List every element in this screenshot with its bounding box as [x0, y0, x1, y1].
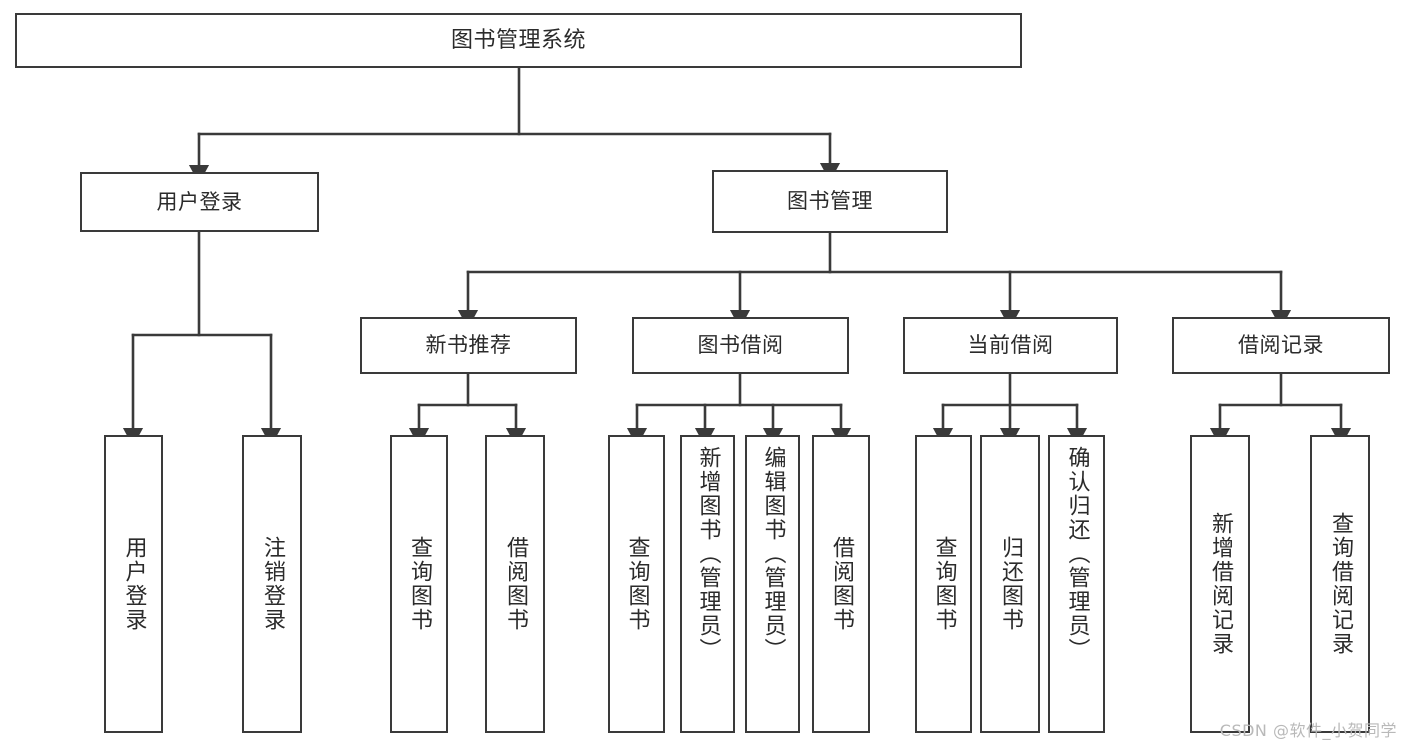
node-label: 查询图书 [407, 536, 432, 632]
node-label: 新书推荐 [425, 333, 512, 358]
csdn-watermark: CSDN @软件_小贺同学 [1219, 721, 1397, 740]
node-label: 确认归还（管理员） [1064, 446, 1090, 662]
node-book-borrow[interactable]: 图书借阅 [632, 317, 849, 374]
node-leaf-query-book-borrow[interactable]: 查询图书 [608, 435, 665, 733]
node-label: 查询图书 [931, 536, 957, 632]
node-leaf-lend-book[interactable]: 借阅图书 [812, 435, 870, 733]
node-label: 图书管理 [787, 189, 873, 214]
node-label: 查询图书 [624, 536, 650, 632]
node-root-system[interactable]: 图书管理系统 [15, 13, 1022, 68]
node-leaf-query-borrow-record[interactable]: 查询借阅记录 [1310, 435, 1370, 733]
node-user-login[interactable]: 用户登录 [80, 172, 319, 232]
node-label: 查询借阅记录 [1328, 512, 1353, 656]
node-leaf-add-borrow-record[interactable]: 新增借阅记录 [1190, 435, 1250, 733]
node-new-book-recommend[interactable]: 新书推荐 [360, 317, 577, 374]
node-label: 用户登录 [121, 536, 147, 632]
node-label: 当前借阅 [967, 333, 1054, 358]
node-leaf-return-book[interactable]: 归还图书 [980, 435, 1040, 733]
node-label: 图书借阅 [697, 333, 784, 358]
node-label: 借阅图书 [503, 536, 528, 632]
node-borrow-record[interactable]: 借阅记录 [1172, 317, 1390, 374]
node-current-borrow[interactable]: 当前借阅 [903, 317, 1118, 374]
node-label: 用户登录 [156, 189, 243, 214]
node-label: 新增借阅记录 [1208, 512, 1233, 656]
node-label: 借阅图书 [829, 536, 854, 632]
node-leaf-add-book-admin[interactable]: 新增图书（管理员） [680, 435, 735, 733]
node-label: 借阅记录 [1238, 333, 1324, 358]
node-leaf-borrow-book-recommend[interactable]: 借阅图书 [485, 435, 545, 733]
node-leaf-user-login[interactable]: 用户登录 [104, 435, 163, 733]
node-label: 新增图书（管理员） [695, 446, 721, 662]
node-label: 图书管理系统 [450, 27, 586, 53]
node-label: 编辑图书（管理员） [760, 446, 786, 662]
node-label: 归还图书 [998, 536, 1023, 632]
node-leaf-edit-book-admin[interactable]: 编辑图书（管理员） [745, 435, 800, 733]
node-leaf-logout[interactable]: 注销登录 [242, 435, 302, 733]
node-leaf-query-book-current[interactable]: 查询图书 [915, 435, 972, 733]
node-book-management[interactable]: 图书管理 [712, 170, 948, 233]
node-leaf-confirm-return-admin[interactable]: 确认归还（管理员） [1048, 435, 1105, 733]
node-leaf-query-book-recommend[interactable]: 查询图书 [390, 435, 448, 733]
node-label: 注销登录 [260, 536, 285, 632]
